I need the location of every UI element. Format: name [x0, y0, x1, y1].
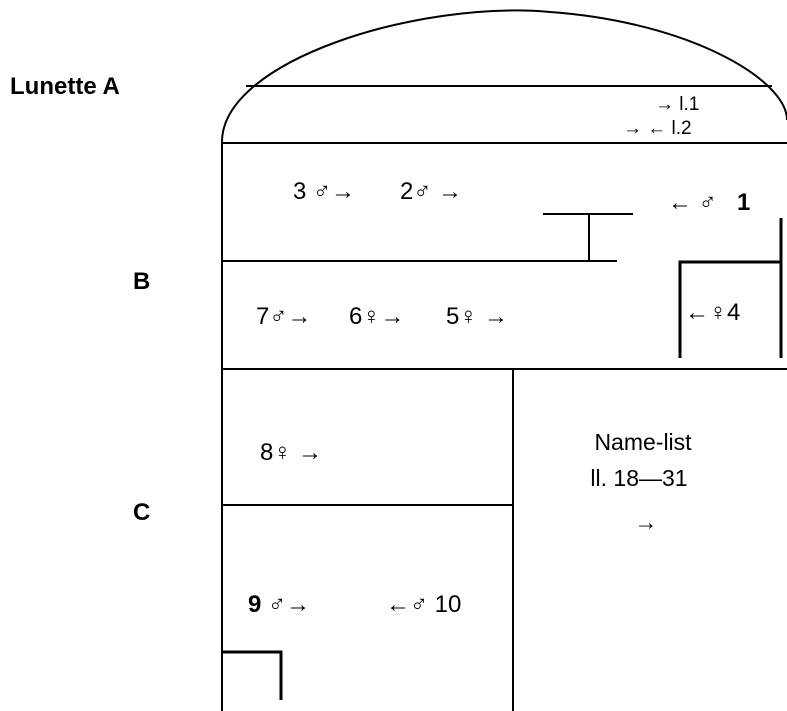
- figure-8-label: 8♀ →: [260, 439, 322, 466]
- figure-1-number: 1: [737, 189, 750, 216]
- register-b-label: B: [133, 268, 150, 295]
- corner-bracket: [222, 650, 283, 700]
- figure-2-label: 2♂ →: [400, 178, 462, 205]
- figure-4-label: ←♀4: [685, 299, 740, 326]
- figure-6-label: 6♀→: [349, 303, 404, 330]
- figure-9-number: 9: [248, 591, 261, 618]
- lunette-line-2: → ← l.2: [623, 118, 692, 139]
- name-list-lines: ll. 18—31: [590, 465, 687, 491]
- lunette-arch: [221, 9, 787, 143]
- lunette-line-1: → l.1: [655, 94, 699, 115]
- figure-5-label: 5♀ →: [446, 303, 508, 330]
- figure-7-label: 7♂→: [256, 303, 311, 330]
- figure-1-arrow: ← ♂: [668, 189, 717, 216]
- name-list-title: Name-list: [594, 429, 692, 455]
- figure-10-label: ←♂ 10: [386, 591, 461, 618]
- register-c-label: C: [133, 499, 150, 526]
- figure4-frame: [678, 218, 783, 358]
- figure-9-symbol: ♂→: [268, 591, 310, 618]
- name-list-arrow: →: [635, 509, 658, 535]
- figure-3-label: 3 ♂→: [293, 178, 355, 205]
- lunette-a-label: Lunette A: [10, 73, 120, 100]
